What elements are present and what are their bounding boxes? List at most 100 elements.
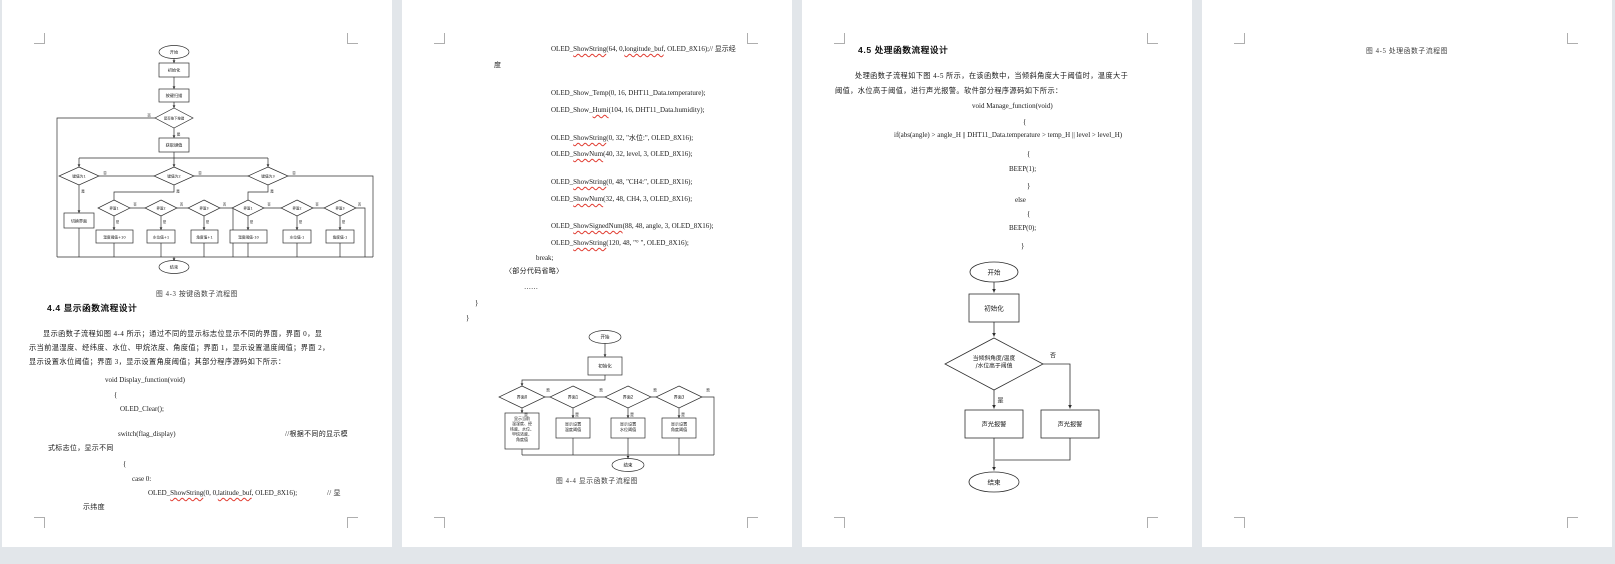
- end-oval: [158, 260, 190, 274]
- node-label: 键值为1: [72, 174, 85, 179]
- node-label: 温度阈值+10: [103, 235, 126, 240]
- margin-crop-mark: [834, 33, 845, 44]
- init-box: [968, 293, 1020, 323]
- node-label: 获取键值: [166, 142, 183, 149]
- edge-label: 否: [198, 171, 202, 175]
- figure-caption-4-3: 图 4-3 按键函数子流程图: [155, 291, 239, 298]
- edge-label: 是: [163, 219, 167, 224]
- node-label: 声光报警: [982, 421, 1007, 429]
- node-label: 界面3: [335, 206, 344, 211]
- node-label: 界面3: [199, 206, 208, 211]
- screen3-diamond: [655, 385, 703, 409]
- edge-label: 否: [292, 171, 296, 175]
- edge-label: 是: [342, 219, 346, 224]
- text-line: 显示设置水位阈值；界面 3，显示设置角度阈值；其部分程序源码如下所示：: [29, 358, 286, 366]
- ui1b-diamond: [231, 199, 265, 217]
- node-label: 水位值+1: [153, 235, 170, 240]
- node-label: 键值为2: [167, 174, 180, 179]
- kv1-diamond: [58, 166, 100, 186]
- node-label: 切换界面: [71, 218, 87, 224]
- flowchart-display-function: 开始 初始化 界面0 界面1 界面2 界面3 否 否 否 否 是 是 是 是 显…: [498, 330, 715, 472]
- angle-minus-box: [325, 229, 355, 244]
- text-line: {: [1027, 210, 1031, 218]
- temp-minus-box: [229, 229, 268, 244]
- end-oval: [968, 471, 1020, 493]
- text-line: }: [466, 314, 470, 322]
- flow-shapes: [944, 261, 1100, 493]
- edge-label: 否: [653, 388, 657, 393]
- text-line: OLED_Clear();: [120, 405, 164, 413]
- edge-label: 是: [630, 412, 634, 417]
- document-page-3[interactable]: 4.5 处理函数流程设计 处理函数子流程如下图 4-5 所示，在该函数中，当倾斜…: [802, 0, 1192, 547]
- text-line: OLED_Show_Humi(104, 16, DHT11_Data.humid…: [551, 106, 705, 114]
- node-label: 水位值-1: [290, 235, 305, 240]
- section-heading-4-4: 4.4 显示函数流程设计: [47, 303, 138, 313]
- show-temp-threshold-box: [555, 417, 591, 439]
- flow-arrowheads: [77, 60, 342, 261]
- text-line: OLED_ShowSignedNum(88, 48, angle, 3, OLE…: [551, 222, 714, 230]
- scan-box: [158, 88, 190, 103]
- edge-label: 否: [599, 388, 603, 393]
- edge-label: 否: [103, 171, 107, 175]
- text-line: 示当前温湿度、经纬度、水位、甲烷浓度、角度值；界面 1，显示设置温度阈值；界面 …: [29, 344, 330, 352]
- show-current-box: [504, 412, 540, 450]
- margin-crop-mark: [34, 33, 45, 44]
- ui3a-diamond: [187, 199, 221, 217]
- show-level-threshold-box: [610, 417, 646, 439]
- text-line: 度: [494, 61, 502, 69]
- text-line: void Manage_function(void): [972, 102, 1053, 110]
- edge-label: 否: [706, 388, 710, 393]
- edge-label: 是: [177, 132, 181, 137]
- edge-label: 是: [176, 189, 180, 194]
- node-label: 是否按下按键: [164, 116, 185, 121]
- text-line: OLED_ShowNum(40, 32, level, 3, OLED_8X16…: [551, 150, 693, 158]
- margin-crop-mark: [747, 517, 758, 528]
- page3-text-layer: 处理函数子流程如下图 4-5 所示，在该函数中，当倾斜角度大于阈值时，温度大于阈…: [802, 0, 1192, 547]
- init-box: [587, 356, 623, 376]
- text-line: {: [123, 460, 127, 468]
- flow-connectors: [56, 58, 374, 261]
- margin-crop-mark: [434, 33, 445, 44]
- document-page-2[interactable]: OLED_ShowString(64, 0,longitude_buf, OLE…: [402, 0, 792, 547]
- threshold-diamond: [944, 337, 1044, 391]
- edge-label: 是: [575, 412, 579, 417]
- edge-label: 否: [147, 114, 151, 118]
- document-page-1[interactable]: 开始 初始化 按键扫描 是否按下按键 否 是 获取键值 键值为1 键值为2 键值…: [2, 0, 392, 547]
- edge-label: 否: [1050, 353, 1056, 360]
- edge-label: 否: [223, 203, 227, 207]
- text-line: 阈值，水位高于阈值，进行声光报警。软件部分程序源码如下所示：: [835, 87, 1063, 95]
- edge-label: 是: [81, 189, 85, 194]
- node-label: 结束: [988, 478, 1002, 487]
- flow-shapes: [498, 330, 703, 472]
- start-oval: [588, 330, 622, 344]
- text-line: if(abs(angle) > angle_H || DHT11_Data.te…: [894, 131, 1123, 139]
- node-label: 开始: [170, 49, 179, 56]
- text-line: 示纬度: [83, 503, 105, 511]
- text-line: //根据不同的显示模: [285, 430, 348, 438]
- node-label: 界面2: [156, 206, 165, 211]
- margin-crop-mark: [747, 33, 758, 44]
- node-label: 角度值+1: [196, 235, 213, 240]
- document-page-4[interactable]: 图 4-5 处理函数子流程图: [1202, 0, 1612, 547]
- node-label: 初始化: [984, 304, 1004, 313]
- flowchart-key-function: 开始 初始化 按键扫描 是否按下按键 否 是 获取键值 键值为1 键值为2 键值…: [56, 45, 374, 274]
- margin-crop-mark: [1567, 517, 1578, 528]
- edge-label: 是: [524, 412, 528, 417]
- flow-connectors: [521, 343, 715, 459]
- screen1-diamond: [549, 385, 597, 409]
- margin-crop-mark: [1147, 33, 1158, 44]
- screen2-diamond: [604, 385, 652, 409]
- node-label: 初始化: [168, 67, 181, 74]
- edge-label: 是: [250, 219, 254, 224]
- edge-label: 是: [270, 189, 274, 194]
- text-line: }: [1021, 242, 1025, 250]
- text-line: OLED_ShowNum(32, 48, CH4, 3, OLED_8X16);: [551, 195, 693, 203]
- ui1a-diamond: [97, 199, 131, 217]
- start-oval: [969, 261, 1019, 283]
- flow-connectors: [993, 282, 1071, 471]
- margin-crop-mark: [834, 517, 845, 528]
- edge-label: 是: [116, 219, 120, 224]
- temp-plus-box: [95, 229, 134, 244]
- flow-labels: 开始 初始化 按键扫描 是否按下按键 否 是 获取键值 键值为1 键值为2 键值…: [71, 49, 362, 271]
- ui3b-diamond: [323, 199, 357, 217]
